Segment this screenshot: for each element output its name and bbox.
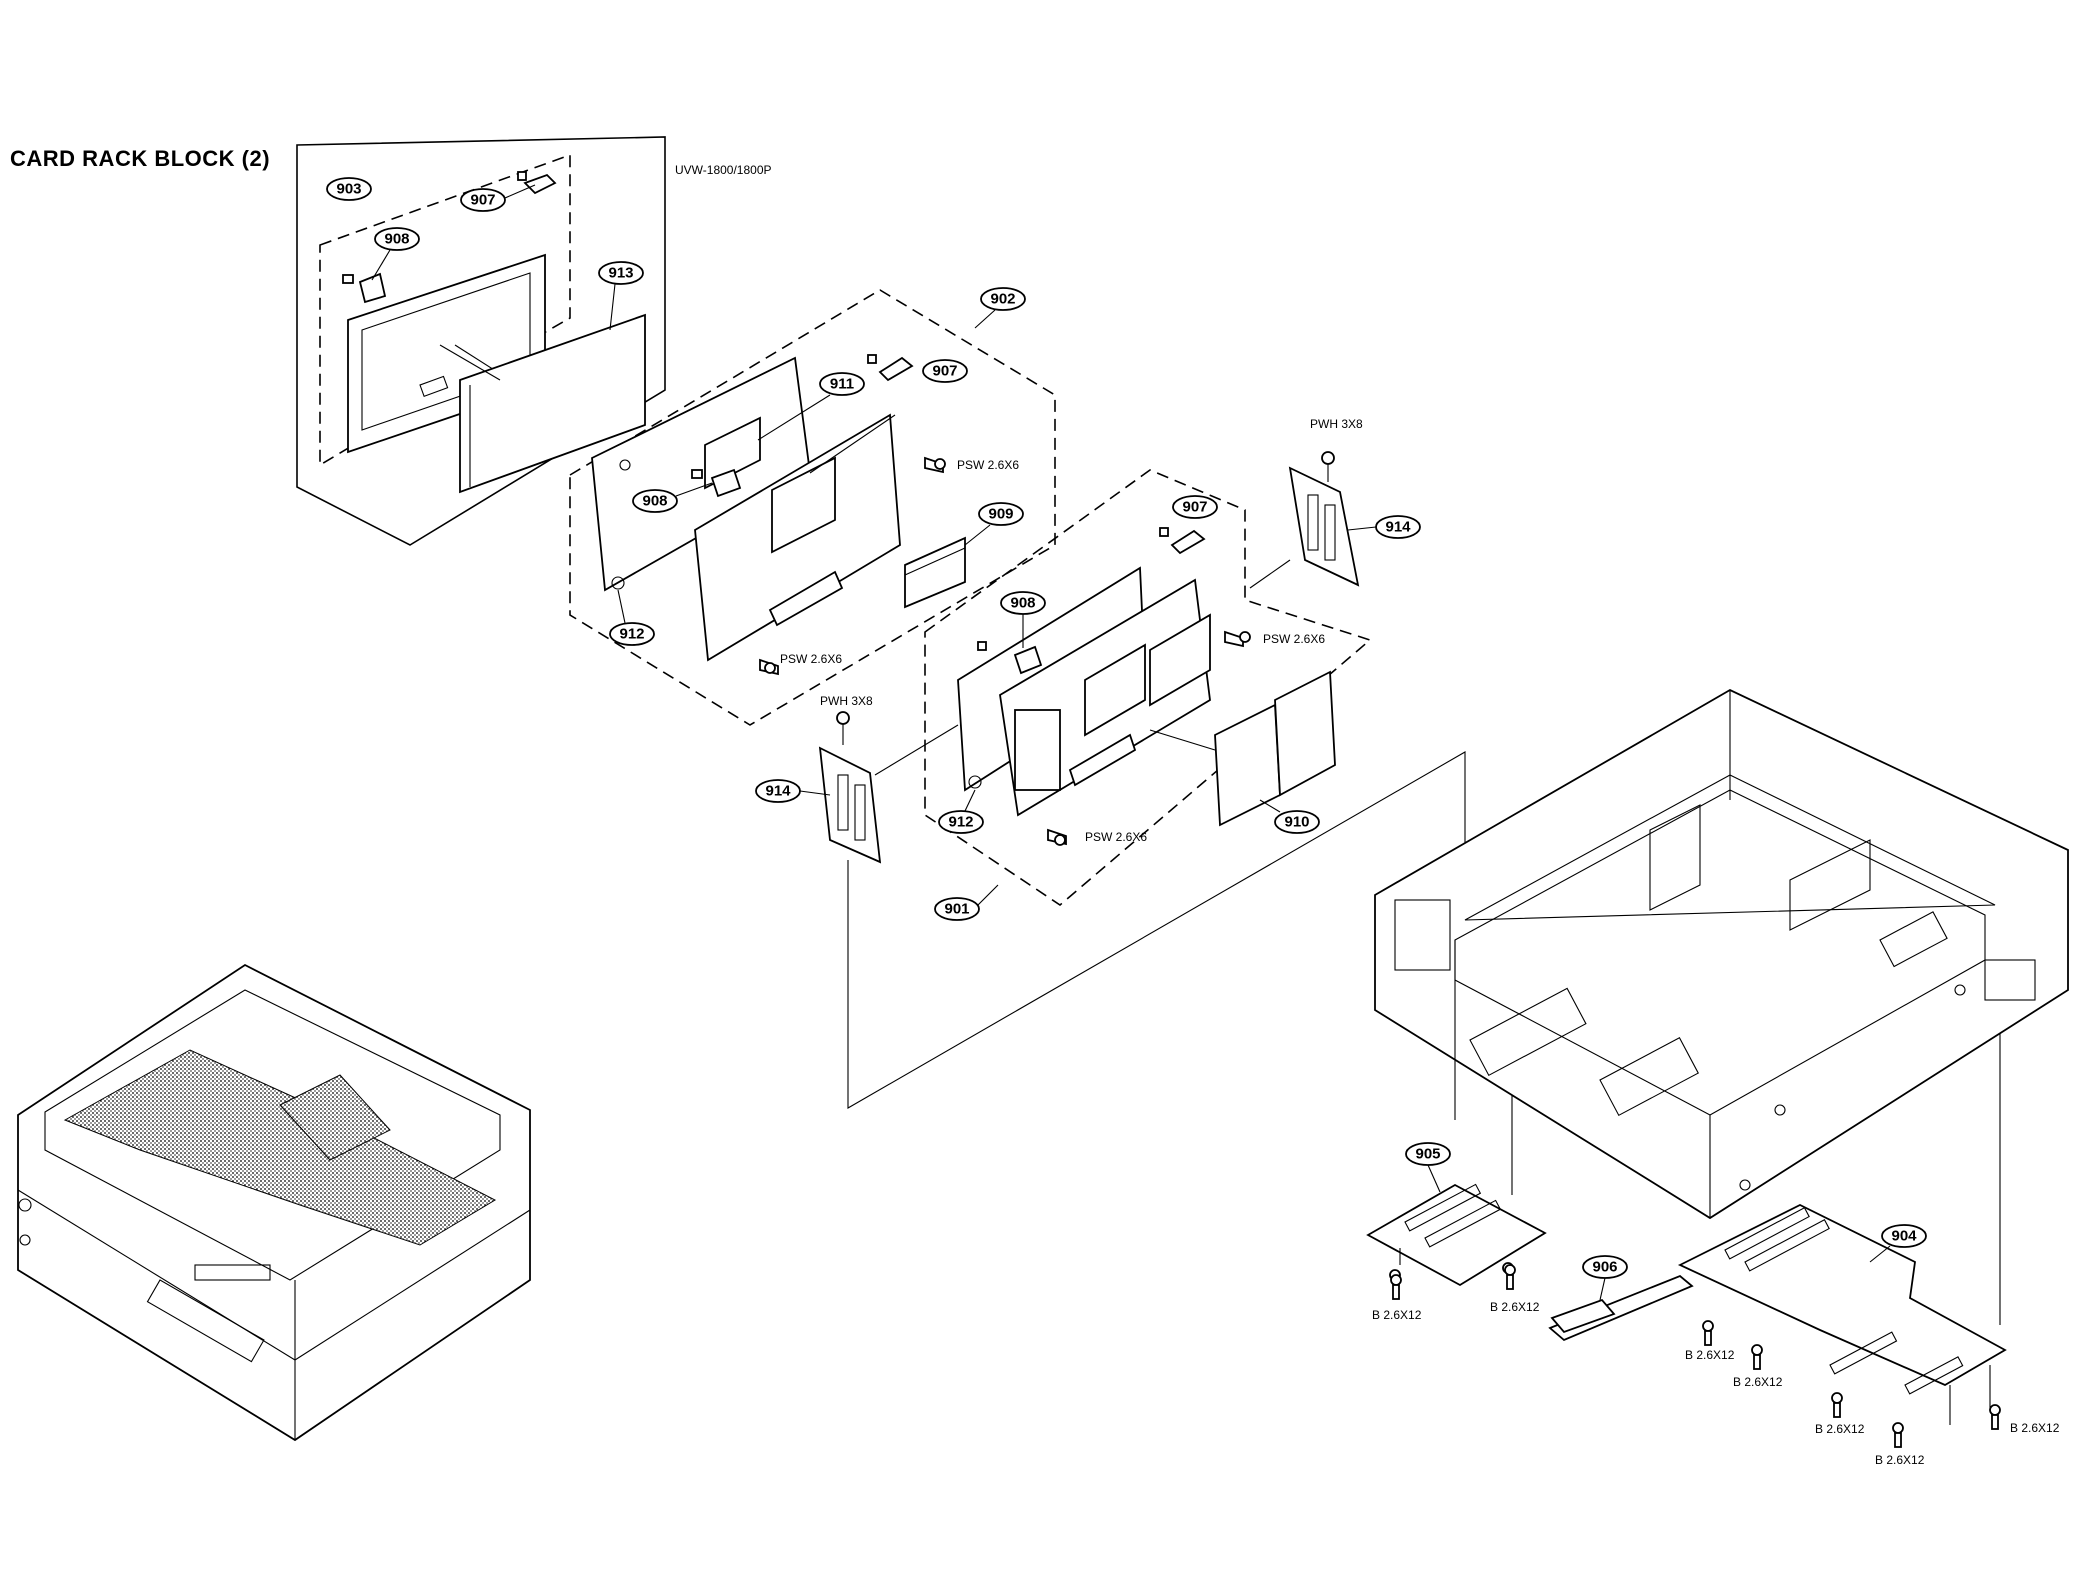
screw-label-psw-c: PSW 2.6X6 [1263,632,1325,646]
screw-label-pwh-left: PWH 3X8 [820,694,873,708]
callout-908-c: 908 [1000,591,1046,615]
screw-glyphs [1390,1264,2001,1448]
bracket-908-b [691,468,742,498]
screw-label-psw-d: PSW 2.6X6 [1085,830,1147,844]
svg-text:907: 907 [932,363,957,380]
screw-label-b-e: B 2.6X12 [1815,1422,1865,1436]
panel-913 [459,313,646,494]
svg-text:909: 909 [988,506,1013,523]
bracket-907-b [867,354,914,382]
svg-text:912: 912 [948,814,973,831]
svg-text:902: 902 [990,291,1015,308]
svg-text:907: 907 [1182,499,1207,516]
overview-thumbnail [17,963,531,1442]
screw-label-b-f: B 2.6X12 [2010,1421,2060,1435]
svg-text:903: 903 [336,181,361,198]
svg-text:905: 905 [1415,1146,1440,1163]
callout-905: 905 [1405,1142,1451,1166]
board-901 [999,578,1211,817]
callout-901: 901 [934,897,980,921]
svg-text:908: 908 [1010,595,1035,612]
screw-labels: PWH 3X8 PWH 3X8 PSW 2.6X6 PSW 2.6X6 PSW … [780,417,2060,1467]
page-title: CARD RACK BLOCK (2) [10,146,271,171]
main-chassis [1374,688,2069,1220]
board-905 [1366,1183,1547,1287]
callout-907-c: 907 [1172,495,1218,519]
svg-text:901: 901 [944,901,969,918]
modules-910 [1214,670,1336,827]
board-904 [1677,1203,2007,1425]
svg-text:911: 911 [830,376,854,393]
screws-902 [759,456,946,676]
callout-914-a: 914 [1375,515,1421,539]
cable-906 [1548,1274,1694,1342]
guide-914-left [818,711,882,864]
screw-label-pwh-top: PWH 3X8 [1310,417,1363,431]
callout-907-b: 907 [922,359,968,383]
callout-902: 902 [980,287,1026,311]
part-callouts: 903 907 908 913 902 907 911 908 909 912 … [326,177,1927,1301]
bracket-907-a [517,171,557,195]
svg-text:912: 912 [619,626,644,643]
callout-903: 903 [326,177,372,201]
svg-text:906: 906 [1592,1259,1617,1276]
callout-912-b: 912 [938,810,984,834]
callout-912-a: 912 [609,622,655,646]
svg-text:914: 914 [1385,519,1411,536]
screw-label-b-d: B 2.6X12 [1733,1375,1783,1389]
module-909 [904,536,966,609]
bracket-907-c [1159,527,1206,555]
callout-909: 909 [978,502,1024,526]
svg-text:914: 914 [765,783,791,800]
svg-text:908: 908 [384,231,409,248]
bracket-908-c [977,641,1043,675]
board-911 [694,413,901,662]
model-note: UVW-1800/1800P [675,163,772,177]
screw-label-b-b: B 2.6X12 [1490,1300,1540,1314]
svg-text:913: 913 [608,265,633,282]
screw-label-b-c: B 2.6X12 [1685,1348,1735,1362]
block-902-outline [569,289,1056,726]
svg-text:907: 907 [470,192,495,209]
callout-907-a: 907 [460,188,506,212]
svg-text:908: 908 [642,493,667,510]
screw-label-psw-b: PSW 2.6X6 [780,652,842,666]
callout-906: 906 [1582,1255,1628,1279]
callout-908-a: 908 [374,227,420,251]
callout-908-b: 908 [632,489,678,513]
guide-914-right [1288,451,1360,587]
screw-label-b-a: B 2.6X12 [1372,1308,1422,1322]
callout-904: 904 [1881,1224,1927,1248]
screw-label-b-g: B 2.6X12 [1875,1453,1925,1467]
callout-911: 911 [819,372,865,396]
bracket-908-a [342,272,387,304]
callout-914-b: 914 [755,779,801,803]
svg-text:910: 910 [1284,814,1309,831]
screw-label-psw-a: PSW 2.6X6 [957,458,1019,472]
callout-913: 913 [598,261,644,285]
svg-text:904: 904 [1891,1228,1917,1245]
callout-910: 910 [1274,810,1320,834]
screws-901 [1047,630,1251,846]
